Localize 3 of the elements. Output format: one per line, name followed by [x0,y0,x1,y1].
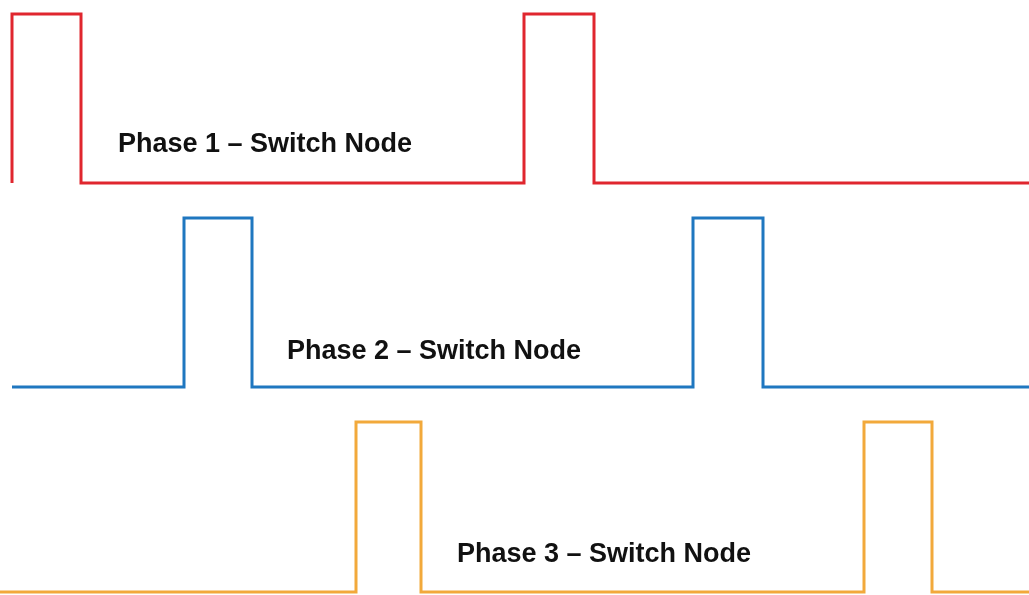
waveform-label: Phase 2 – Switch Node [287,337,582,364]
waveform-label: Phase 3 – Switch Node [457,540,752,567]
waveform-label: Phase 1 – Switch Node [118,130,413,157]
